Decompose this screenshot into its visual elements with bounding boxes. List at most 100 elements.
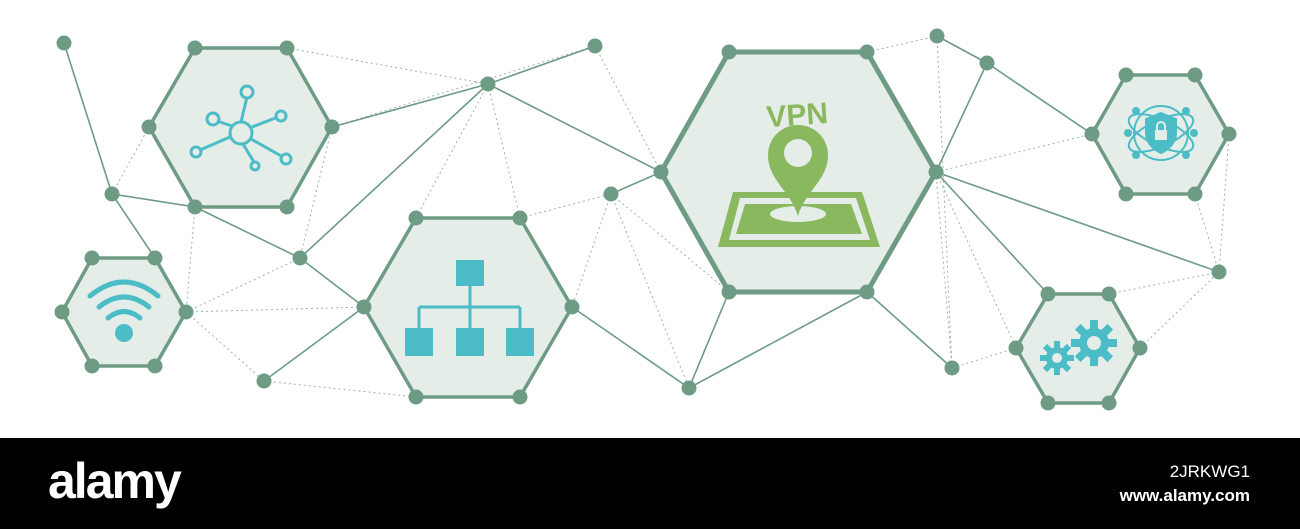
hexagon-network-hub-icon (146, 46, 335, 209)
dotted-connection-line (866, 35, 938, 53)
connection-line (986, 62, 1093, 135)
vpn-location-pin-icon: VPN (718, 97, 880, 247)
network-node (859, 44, 875, 60)
connection-line (299, 257, 365, 308)
dotted-connection-line (263, 380, 417, 398)
security-shield-lock-icon (1124, 105, 1198, 161)
connection-line (111, 193, 196, 208)
network-node (408, 210, 424, 226)
connection-line (866, 291, 953, 369)
watermark-footer: alamy 2JRKWG1 www.alamy.com (0, 438, 1300, 529)
network-node (512, 389, 528, 405)
gears-icon (1040, 320, 1117, 375)
network-nodes (54, 28, 1237, 411)
network-node (279, 199, 295, 215)
dotted-connection-line (951, 347, 1017, 369)
dotted-connection-line (185, 206, 196, 313)
dotted-connection-line (1139, 271, 1220, 349)
network-vpn-illustration: VPN (54, 28, 1237, 411)
network-node (721, 44, 737, 60)
dotted-connection-line (610, 193, 690, 389)
network-node (1040, 395, 1056, 411)
network-node (56, 35, 72, 51)
hexagon-gears-icon (1013, 292, 1143, 405)
dotted-connection-line (415, 83, 489, 219)
network-node (147, 358, 163, 374)
dotted-connection-line (594, 45, 662, 173)
connection-line (299, 83, 489, 259)
network-node (564, 299, 580, 315)
network-node (1132, 340, 1148, 356)
dotted-connection-line (185, 257, 301, 313)
connection-line (487, 45, 596, 85)
network-node (104, 186, 120, 202)
network-node (292, 250, 308, 266)
wifi-icon (87, 279, 161, 342)
network-node (1084, 126, 1100, 142)
network-node (54, 304, 70, 320)
site-url: www.alamy.com (1119, 486, 1250, 505)
network-node (929, 28, 945, 44)
network-node (1187, 186, 1203, 202)
connection-line (935, 171, 1049, 295)
network-node (187, 199, 203, 215)
network-hub-icon (189, 84, 293, 172)
network-node (979, 55, 995, 71)
network-node (512, 210, 528, 226)
dotted-connection-line (936, 35, 953, 369)
dotted-connection-line (519, 193, 612, 219)
network-node (653, 164, 669, 180)
network-node (141, 119, 157, 135)
network-node (84, 250, 100, 266)
dotted-connection-line (571, 193, 612, 308)
network-node (1187, 67, 1203, 83)
image-id: 2JRKWG1 (1169, 462, 1250, 481)
connection-line (263, 306, 365, 382)
network-node (1101, 395, 1117, 411)
network-node (1211, 264, 1227, 280)
connection-line (935, 171, 1220, 273)
network-node (178, 304, 194, 320)
dotted-connection-line (1218, 133, 1230, 273)
brand-logo: alamy (48, 453, 182, 509)
network-node (1008, 340, 1024, 356)
hierarchy-chart-icon (405, 260, 534, 356)
network-node (721, 284, 737, 300)
connection-line (935, 62, 988, 173)
network-node (84, 358, 100, 374)
connection-line (194, 206, 301, 259)
network-node (587, 38, 603, 54)
dotted-connection-line (935, 133, 1093, 173)
network-node (1118, 186, 1134, 202)
connection-line (688, 291, 730, 389)
connection-line (63, 42, 113, 195)
network-node (256, 373, 272, 389)
network-node (1221, 126, 1237, 142)
network-node (944, 360, 960, 376)
network-node (1040, 286, 1056, 302)
dotted-connection-line (610, 193, 730, 293)
dotted-connection-line (185, 311, 265, 382)
network-node (279, 40, 295, 56)
dotted-connection-line (1108, 271, 1220, 295)
dotted-connection-line (331, 45, 596, 128)
dotted-connection-line (111, 126, 150, 195)
network-node (859, 284, 875, 300)
dotted-connection-line (1194, 193, 1220, 273)
connection-line (688, 291, 868, 389)
connection-line (571, 306, 690, 389)
connection-line (936, 35, 988, 64)
dotted-connection-line (487, 83, 521, 219)
network-node (928, 164, 944, 180)
network-node (603, 186, 619, 202)
dotted-connection-line (286, 47, 489, 85)
connection-line (487, 83, 662, 173)
connection-line (111, 193, 156, 259)
network-node (324, 119, 340, 135)
connection-line (331, 83, 489, 128)
connection-line (610, 171, 662, 195)
dotted-connection-line (935, 171, 1017, 349)
network-node (408, 389, 424, 405)
network-node (480, 76, 496, 92)
connection-lines (63, 35, 1230, 398)
